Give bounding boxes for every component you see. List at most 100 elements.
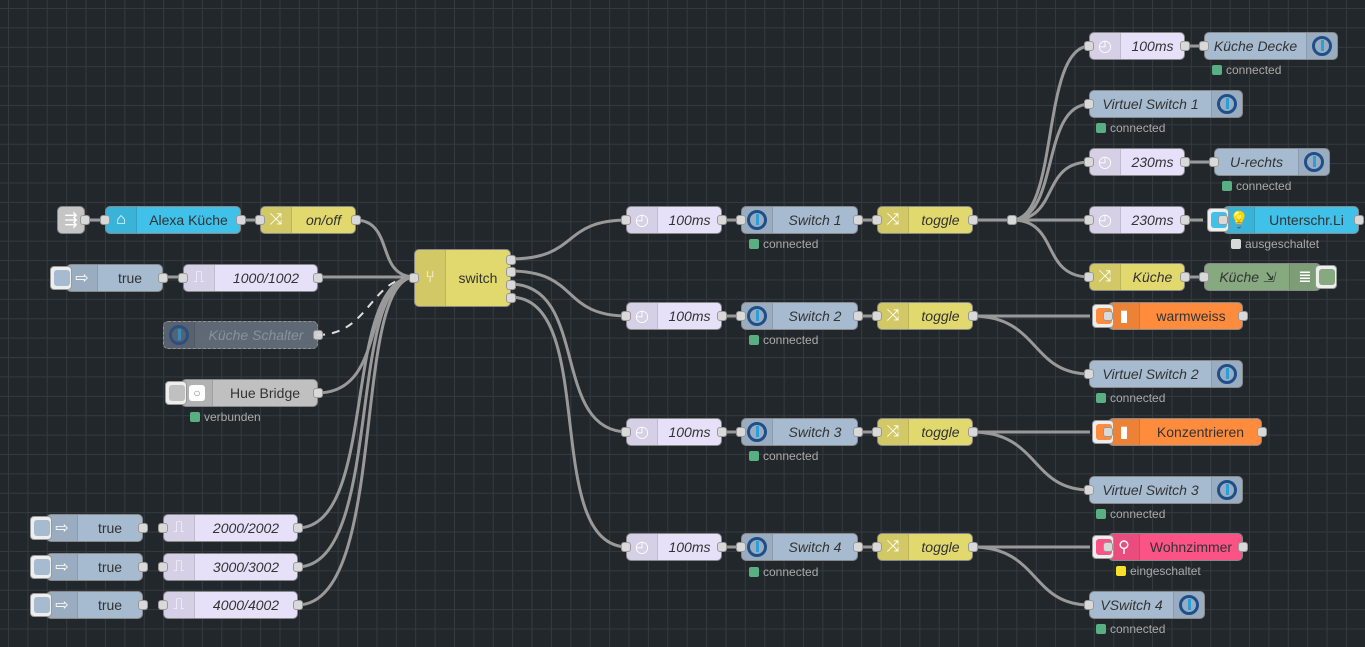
trigger-node-4[interactable]: ⎍ 4000/4002 — [158, 591, 303, 619]
input-port[interactable] — [872, 215, 882, 225]
input-port[interactable] — [736, 542, 746, 552]
warmweiss-node[interactable]: ▮ warmweiss — [1092, 302, 1248, 330]
inject-node-2[interactable]: ⇨ true — [30, 514, 148, 542]
input-port[interactable] — [736, 427, 746, 437]
output-port[interactable] — [138, 523, 148, 533]
output-port[interactable] — [293, 523, 303, 533]
input-port[interactable] — [1084, 215, 1094, 225]
konzentrieren-node[interactable]: ▮ Konzentrieren — [1092, 418, 1267, 446]
output-port-1[interactable] — [506, 255, 516, 265]
output-port[interactable] — [80, 215, 90, 225]
output-port[interactable] — [968, 311, 978, 321]
output-port[interactable] — [853, 542, 863, 552]
switch1-node[interactable]: Switch 1 — [736, 206, 863, 234]
output-port[interactable] — [853, 215, 863, 225]
output-port[interactable] — [717, 215, 727, 225]
output-port[interactable] — [717, 311, 727, 321]
input-port[interactable] — [1199, 41, 1209, 51]
inject-node-3[interactable]: ⇨ true — [30, 553, 148, 581]
input-port[interactable] — [1103, 542, 1113, 552]
output-port[interactable] — [1257, 427, 1267, 437]
output-port[interactable] — [1180, 272, 1190, 282]
input-port[interactable] — [1209, 157, 1219, 167]
output-port-4[interactable] — [506, 293, 516, 303]
trigger-node-1[interactable]: ⎍ 1000/1002 — [178, 264, 323, 292]
toggle2-node[interactable]: ⤨ toggle — [872, 302, 978, 330]
input-port[interactable] — [1103, 427, 1113, 437]
output-port[interactable] — [853, 427, 863, 437]
output-port[interactable] — [138, 600, 148, 610]
onoff-function-node[interactable]: ⤨ on/off — [255, 206, 361, 234]
delay-node-unterschr[interactable]: ◴ 230ms — [1084, 206, 1190, 234]
trigger-node-3[interactable]: ⎍ 3000/3002 — [158, 553, 303, 581]
input-port[interactable] — [872, 542, 882, 552]
kueche-schalter-node[interactable]: Küche Schalter — [163, 321, 323, 349]
unterschr-li-node[interactable]: 💡 Unterschr.Li — [1207, 206, 1364, 234]
output-port[interactable] — [138, 562, 148, 572]
switch3-node[interactable]: Switch 3 — [736, 418, 863, 446]
input-port[interactable] — [158, 600, 168, 610]
output-port[interactable] — [717, 542, 727, 552]
switch2-node[interactable]: Switch 2 — [736, 302, 863, 330]
output-port[interactable] — [293, 600, 303, 610]
input-port[interactable] — [1084, 272, 1094, 282]
input-port[interactable] — [1084, 369, 1094, 379]
delay-node-u-rechts[interactable]: ◴ 230ms — [1084, 148, 1190, 176]
toggle1-node[interactable]: ⤨ toggle — [872, 206, 978, 234]
output-port[interactable] — [351, 215, 361, 225]
input-port[interactable] — [621, 215, 631, 225]
toggle4-node[interactable]: ⤨ toggle — [872, 533, 978, 561]
input-port[interactable] — [872, 427, 882, 437]
inject-button[interactable] — [50, 266, 72, 290]
output-port[interactable] — [1180, 215, 1190, 225]
input-port[interactable] — [1084, 41, 1094, 51]
delay-node-s3[interactable]: ◴ 100ms — [621, 418, 727, 446]
u-rechts-node[interactable]: U-rechts — [1209, 148, 1330, 176]
hue-bridge-button[interactable] — [165, 381, 187, 405]
output-port[interactable] — [1354, 215, 1364, 225]
hue-bridge-node[interactable]: ○ Hue Bridge — [165, 379, 323, 407]
output-port[interactable] — [968, 215, 978, 225]
input-port[interactable] — [178, 273, 188, 283]
input-port[interactable] — [100, 215, 110, 225]
output-port[interactable] — [1238, 311, 1248, 321]
switch4-node[interactable]: Switch 4 — [736, 533, 863, 561]
virtuel-switch-1-node[interactable]: Virtuel Switch 1 — [1084, 90, 1243, 118]
input-port[interactable] — [621, 542, 631, 552]
output-port[interactable] — [236, 215, 246, 225]
output-port[interactable] — [293, 562, 303, 572]
delay-node-s4[interactable]: ◴ 100ms — [621, 533, 727, 561]
output-port[interactable] — [313, 273, 323, 283]
delay-node-s2[interactable]: ◴ 100ms — [621, 302, 727, 330]
alexa-inject-node[interactable]: ⇶ — [57, 206, 90, 234]
output-port[interactable] — [968, 427, 978, 437]
delay-node-kueche-decke[interactable]: ◴ 100ms — [1084, 32, 1190, 60]
input-port[interactable] — [1199, 272, 1209, 282]
input-port[interactable] — [621, 311, 631, 321]
output-toggle-button[interactable] — [1315, 265, 1337, 289]
toggle3-node[interactable]: ⤨ toggle — [872, 418, 978, 446]
inject-button[interactable] — [30, 516, 52, 540]
kueche-function-node[interactable]: ⤨ Küche — [1084, 263, 1190, 291]
input-port[interactable] — [255, 215, 265, 225]
output-port[interactable] — [968, 542, 978, 552]
inject-node-1[interactable]: ⇨ true — [50, 264, 168, 292]
switch-node[interactable]: ⑂ switch — [409, 249, 516, 307]
output-port-2[interactable] — [506, 267, 516, 277]
input-port[interactable] — [1084, 485, 1094, 495]
junction-node[interactable] — [1007, 215, 1017, 225]
output-port[interactable] — [717, 427, 727, 437]
virtuel-switch-3-node[interactable]: Virtuel Switch 3 — [1084, 476, 1243, 504]
kueche-output-node[interactable]: Küche ⇲ ≣ — [1199, 263, 1337, 291]
inject-button[interactable] — [30, 555, 52, 579]
inject-button[interactable] — [30, 593, 52, 617]
delay-node-s1[interactable]: ◴ 100ms — [621, 206, 727, 234]
output-port-3[interactable] — [506, 280, 516, 290]
input-port[interactable] — [158, 523, 168, 533]
input-port[interactable] — [1103, 311, 1113, 321]
input-port[interactable] — [158, 562, 168, 572]
output-port[interactable] — [1238, 542, 1248, 552]
vswitch-4-node[interactable]: VSwitch 4 — [1084, 591, 1205, 619]
alexa-kueche-node[interactable]: ⌂ Alexa Küche — [100, 206, 246, 234]
output-port[interactable] — [1180, 157, 1190, 167]
